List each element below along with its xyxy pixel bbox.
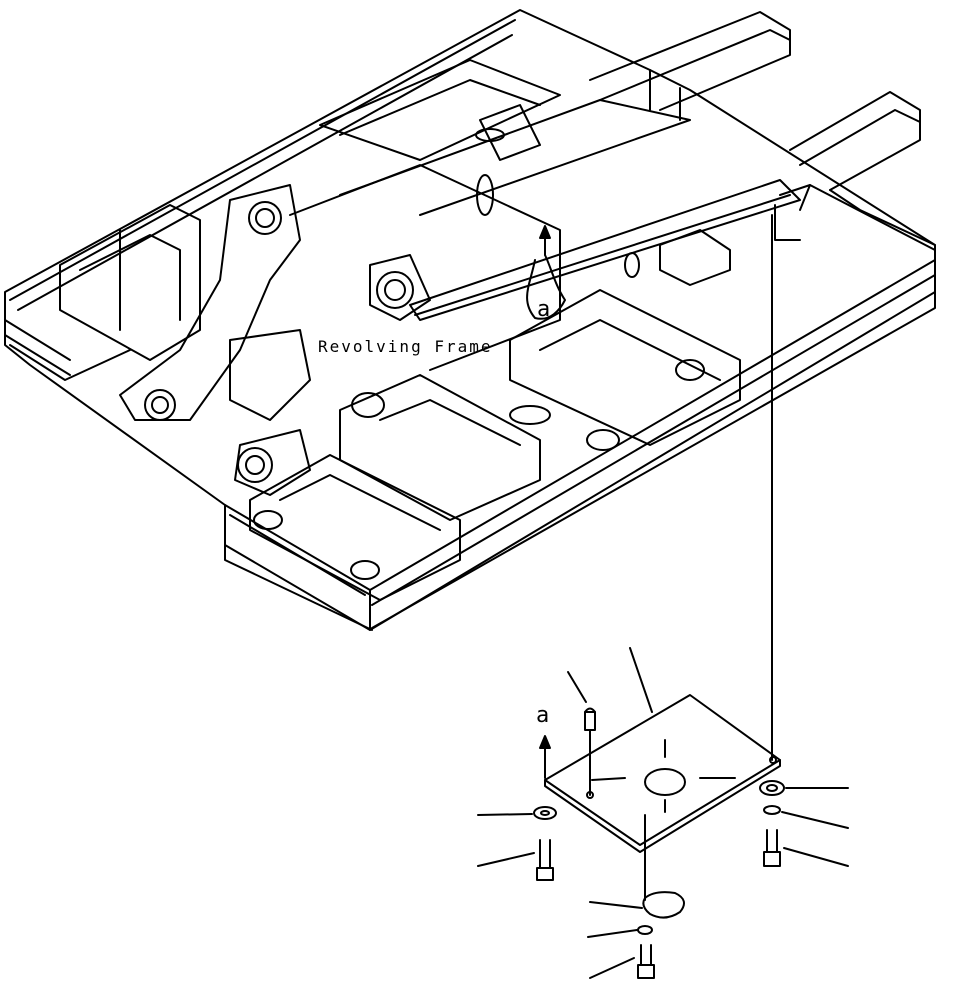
leader-round-cover — [589, 901, 643, 909]
leader-bolt-right — [783, 847, 849, 867]
pin-part — [584, 707, 596, 796]
leader-washer-right-small — [781, 811, 849, 829]
view-marker-a-plate — [539, 735, 551, 779]
washer-left — [533, 806, 557, 820]
view-marker-a-frame-label: a — [537, 297, 550, 322]
washer-right-small — [763, 805, 781, 815]
cover-plate — [544, 694, 781, 853]
boom-foot-center — [234, 254, 431, 496]
boom-rail-lower — [789, 91, 936, 246]
leader-pin — [567, 671, 587, 703]
boom-foot-left — [119, 184, 311, 421]
leader-bolt-center — [589, 957, 635, 979]
bolt-left — [536, 839, 554, 881]
revolving-frame — [4, 9, 936, 631]
boom-rail-upper — [589, 11, 791, 121]
washer-right-large — [759, 780, 785, 796]
washer-center — [637, 925, 653, 935]
round-cover — [642, 891, 685, 919]
leader-bolt-left — [477, 852, 535, 867]
leader-washer-left — [477, 813, 533, 816]
bolt-center — [637, 944, 655, 979]
view-marker-a-frame — [526, 225, 566, 320]
bolt-right — [763, 829, 781, 867]
frame-label: Revolving Frame — [318, 337, 493, 356]
view-marker-a-plate-label: a — [536, 703, 549, 728]
leader-washer-center — [587, 929, 638, 938]
leader-plate — [629, 647, 653, 713]
